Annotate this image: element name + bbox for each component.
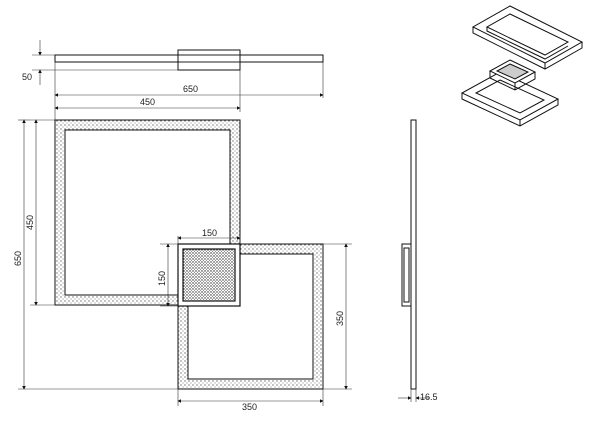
dim-label-150-horizontal: 150 xyxy=(202,228,217,238)
isometric-view xyxy=(460,5,584,127)
dimension-small-height: 350 xyxy=(323,243,352,390)
dimension-center-width: 150 xyxy=(177,228,241,244)
dimension-top-square: 450 xyxy=(54,97,241,120)
top-view-long-bar xyxy=(54,54,324,63)
dimension-front-overall-height: 650 xyxy=(13,119,178,390)
front-view xyxy=(54,119,324,390)
side-view-center-block xyxy=(401,243,412,307)
dim-label-150-vertical: 150 xyxy=(157,271,167,286)
dim-label-450-vertical: 450 xyxy=(25,215,35,230)
dimension-top-height: 50 xyxy=(22,40,178,85)
top-view-center-block xyxy=(177,49,241,71)
dim-label-50: 50 xyxy=(22,72,32,82)
side-view-bar xyxy=(410,119,417,390)
dim-label-350-horizontal: 350 xyxy=(242,402,257,412)
dim-label-16-5: 16.5 xyxy=(420,392,438,402)
dim-label-650-horizontal: 650 xyxy=(183,84,198,94)
center-square-panel xyxy=(182,248,236,302)
dim-label-350-vertical: 350 xyxy=(335,311,345,326)
top-view xyxy=(54,49,324,112)
dimension-top-overall: 650 xyxy=(54,84,324,97)
dimension-small-width: 350 xyxy=(177,389,324,412)
dim-label-650-vertical: 650 xyxy=(13,251,23,266)
dimension-center-height: 150 xyxy=(157,243,178,307)
side-view: 16.5 xyxy=(398,119,438,402)
dimension-front-square-height: 450 xyxy=(25,119,55,306)
dim-label-450-horizontal: 450 xyxy=(140,97,155,107)
